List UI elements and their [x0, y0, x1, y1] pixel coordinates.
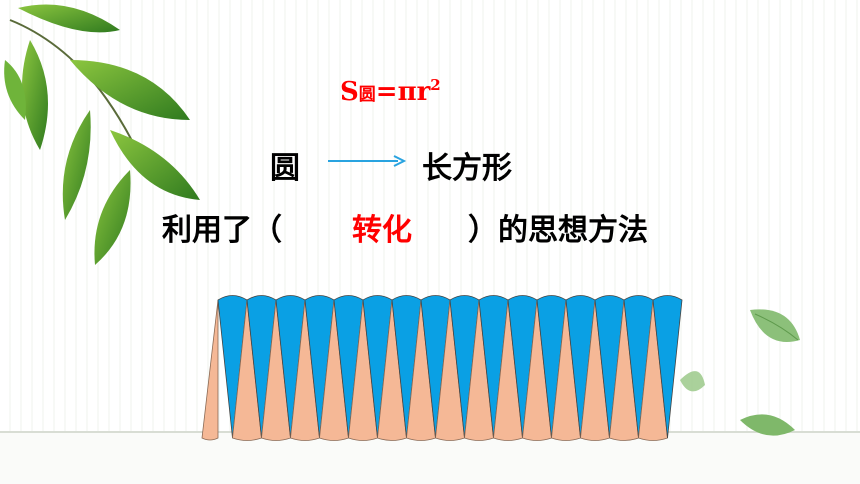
- leaf-branch-decoration: [4, 4, 200, 265]
- formula-main: S: [340, 77, 359, 107]
- right-arrow-icon: [328, 155, 407, 167]
- transform-to: 长方形: [422, 151, 512, 186]
- sector-up: [652, 295, 683, 439]
- transform-from: 圆: [270, 151, 300, 186]
- formula-rest: =πr: [375, 77, 431, 107]
- sentence-after: ）的思想方法: [468, 213, 648, 248]
- sentence-before: 利用了（: [162, 213, 282, 248]
- answer-text: 转化: [352, 213, 412, 248]
- floor: [0, 433, 860, 484]
- circle-sectors-rectangle: [201, 295, 683, 441]
- formula-subscript: 圆: [358, 85, 376, 105]
- area-formula: S圆=πr2: [340, 70, 441, 110]
- formula-exponent: 2: [430, 76, 441, 94]
- small-leaves-decoration: [680, 309, 800, 436]
- edge-half-sector: [201, 299, 219, 441]
